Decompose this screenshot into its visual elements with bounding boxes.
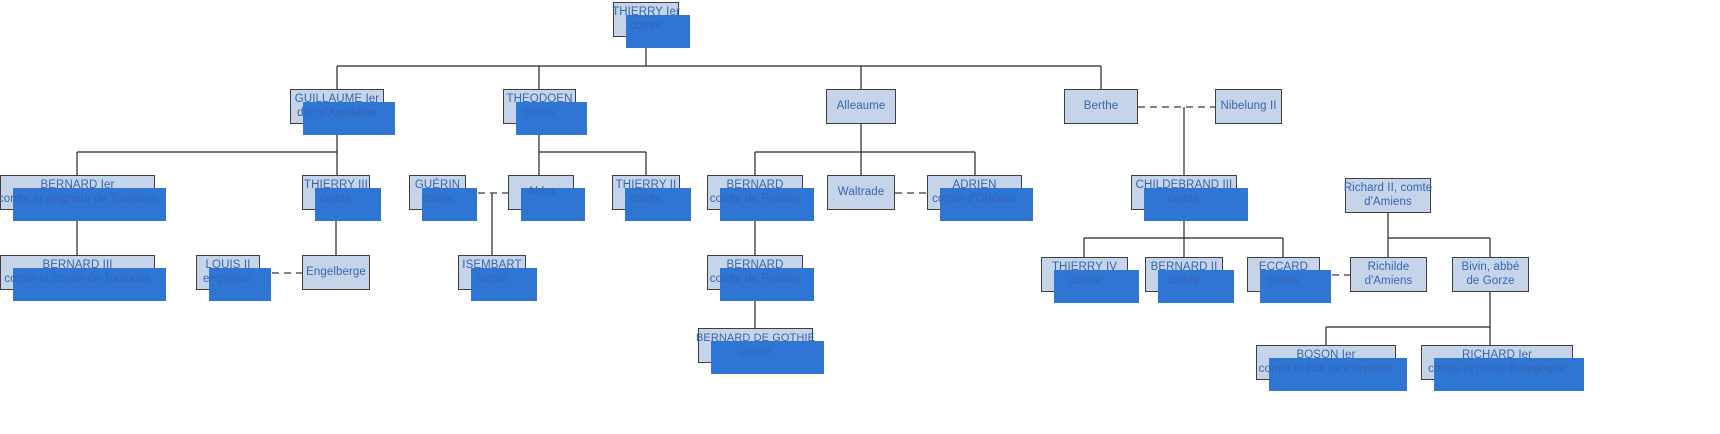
node-childebrand-iii[interactable]: CHILDEBRAND III comte (1131, 175, 1248, 221)
node-thierry-ier[interactable]: THIERRY Ier comte (612, 2, 690, 48)
node-label-line2: comte de Poitiers (709, 272, 801, 285)
node-label-line2: duc d'Aquitaine (297, 106, 377, 119)
node-guerin[interactable]: GUÉRIN comte (409, 175, 477, 221)
node-label-line2: d'Amiens (1364, 274, 1413, 287)
node-engelberge[interactable]: Engelberge (302, 255, 370, 290)
node-richard-ii[interactable]: Richard II, comte d'Amiens (1343, 178, 1433, 213)
node-label-line2: comte (1267, 274, 1300, 287)
node-guillaume-ier[interactable]: GUILLAUME Ier duc d'Aquitaine (290, 89, 395, 135)
node-boson-ier[interactable]: BOSON Ier comte et Roi de Provence (1256, 345, 1407, 391)
node-label-line1: GUILLAUME Ier (294, 93, 380, 105)
node-label-line1: Berthe (1083, 99, 1119, 112)
node-label-line2: comte (630, 192, 662, 205)
node-label-line1: Engelberge (306, 265, 366, 278)
node-label-line1: ADRIEN (952, 179, 997, 191)
node-label-line1: Nibelung II (1220, 99, 1277, 112)
node-label-line1: BERNARD DE GOTHIE (695, 332, 816, 344)
node-label-line1: ECCARD (1258, 261, 1309, 273)
node-thierry-ii[interactable]: THIERRY II comte (612, 175, 691, 221)
node-label-line1: Richard II, comte (1343, 182, 1433, 194)
node-label-line2: comte (1068, 274, 1101, 287)
node-label-line1: BERNARD II (1150, 261, 1218, 273)
node-label-line1: CHILDEBRAND III (1135, 179, 1233, 191)
node-adrien[interactable]: ADRIEN comte d'Orléans (927, 175, 1033, 221)
node-label-line2: comte (630, 19, 662, 32)
node-label-line1: THIERRY III (304, 179, 368, 191)
node-bernard-ier[interactable]: BERNARD Ier comte et seigneur de Toulous… (0, 175, 166, 221)
node-label-line1: BERNARD (726, 259, 784, 271)
node-richard-ier[interactable]: RICHARD Ier comte et roi de Bourgogne (1421, 345, 1584, 391)
node-thierry-iv[interactable]: THIERRY IV comte (1041, 257, 1139, 303)
node-label-line1: LOUIS II (205, 259, 251, 271)
node-label-line1: THIERRY Ier (612, 6, 680, 18)
node-label-line2: d'Amiens (1364, 195, 1412, 208)
node-label-line2: empereur (202, 272, 254, 285)
node-label-line2: comte (740, 345, 771, 358)
node-nibelung-ii[interactable]: Nibelung II (1215, 89, 1282, 124)
node-louis-ii[interactable]: LOUIS II empereur (196, 255, 271, 301)
node-label-line1: THIERRY IV (1051, 261, 1118, 273)
node-label-line2: comte et seigneur de Toulouse (0, 192, 158, 205)
node-label-line1: ISEMBART (462, 259, 522, 271)
node-waltrade[interactable]: Waltrade (827, 175, 895, 210)
node-label-line1: BERNARD III (42, 259, 113, 271)
node-eccard[interactable]: ECCARD comte (1247, 257, 1331, 303)
node-bernard-iii[interactable]: BERNARD III comte et comte de Toulouse (0, 255, 166, 301)
node-label-line2: comte (421, 192, 454, 205)
node-label-line1: BERNARD Ier (40, 179, 115, 191)
node-label-line1: BERNARD (726, 179, 784, 191)
node-isembart[interactable]: ISEMBART comte (458, 255, 537, 301)
node-label-line1: THIERRY II (615, 179, 677, 191)
node-label-line2: comte de Poitiers (709, 192, 801, 205)
node-label-line1: Bivin, abbé (1461, 261, 1520, 273)
node-label-line2: comte et comte de Toulouse (4, 272, 151, 285)
node-label-line1: GUÉRIN (414, 179, 461, 191)
node-label-line2: comte et Roi de Provence (1258, 362, 1394, 375)
node-label-line1: RICHARD Ier (1461, 349, 1533, 361)
node-theodoen[interactable]: THEODOEN comte (503, 89, 587, 135)
node-label-line2: de Gorze (1466, 274, 1515, 287)
node-bivin[interactable]: Bivin, abbé de Gorze (1452, 257, 1529, 292)
node-label-line1: BOSON Ier (1296, 349, 1356, 361)
node-label-line1: THEODOEN (506, 93, 573, 105)
node-bernard-ii[interactable]: BERNARD II comte (1145, 257, 1234, 303)
node-bernard-comte-de-poitiers-2[interactable]: BERNARD comte de Poitiers (707, 255, 814, 301)
node-alleaume[interactable]: Alleaume (826, 89, 896, 124)
node-label-line2: comte (1168, 192, 1200, 205)
node-label-line2: comte (476, 272, 508, 285)
node-label-line1: Alleaume (836, 99, 886, 112)
node-berthe[interactable]: Berthe (1064, 89, 1138, 124)
node-thierry-iii[interactable]: THIERRY III comte (302, 175, 381, 221)
node-bernard-de-gothie[interactable]: BERNARD DE GOTHIE comte (695, 328, 824, 374)
node-label-line2: comte (523, 106, 556, 119)
node-label-line2: comte (1168, 274, 1200, 287)
node-label-line1: Richilde (1367, 261, 1410, 273)
node-bernard-comte-de-poitiers[interactable]: BERNARD comte de Poitiers (707, 175, 814, 221)
node-label-line2: comte (320, 192, 352, 205)
node-label-line1: Waltrade (837, 185, 885, 198)
node-label-line2: comte d'Orléans (932, 192, 1017, 205)
node-label-line2: comte et roi de Bourgogne (1427, 362, 1567, 375)
node-richilde[interactable]: Richilde d'Amiens (1350, 257, 1427, 292)
node-abba[interactable]: Abba (508, 175, 585, 221)
node-label-line1: Abba (527, 185, 555, 198)
